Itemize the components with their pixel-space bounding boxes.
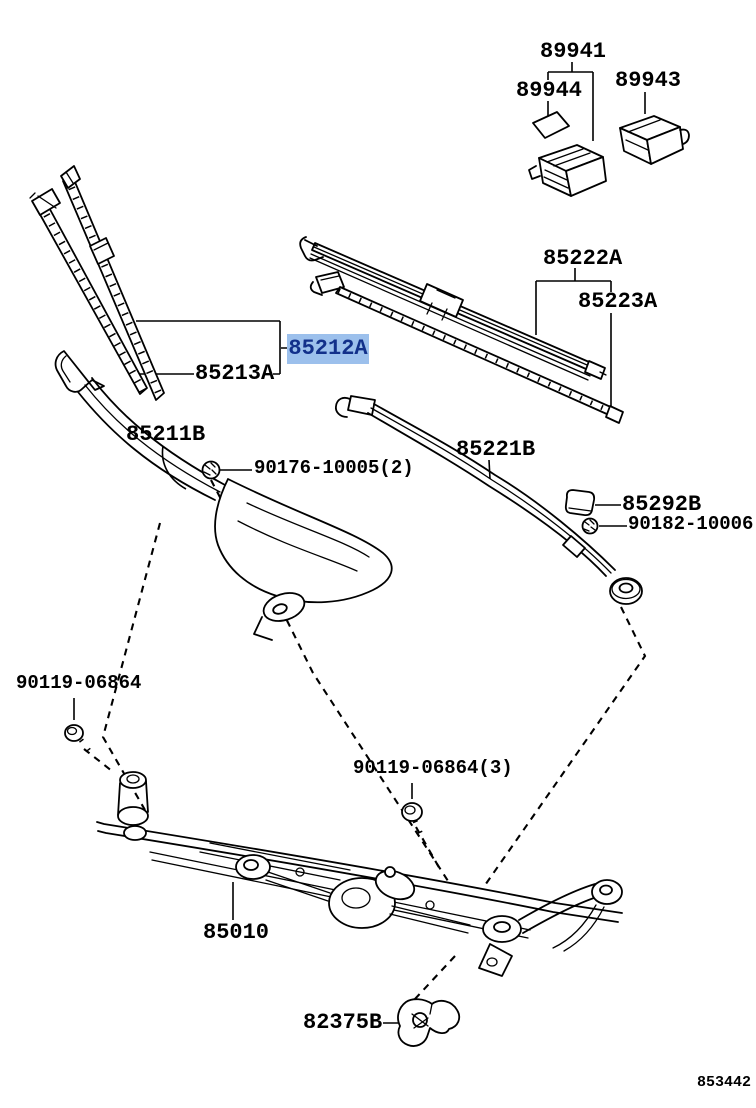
part-label-85211b[interactable]: 85211B [126, 422, 206, 447]
part-label-85292b[interactable]: 85292B [622, 492, 702, 517]
part-label-85222a[interactable]: 85222A [543, 246, 623, 271]
part-label-90119-06864-3[interactable]: 90119-06864(3) [353, 757, 513, 779]
part-label-89944[interactable]: 89944 [516, 78, 583, 103]
wiper-blade-drawing-85223a [309, 271, 624, 424]
pivot-cap-drawing-85292b [564, 489, 596, 517]
clamp-drawing-82375b [397, 998, 461, 1047]
wiper-arm-drawing-85211b [54, 350, 393, 641]
wiper-arm-drawing-85221b [334, 395, 643, 605]
nut-drawing-90182 [581, 517, 599, 535]
wiper-link-assembly-drawing-85010 [96, 771, 623, 977]
part-label-90176-10005[interactable]: 90176-10005(2) [254, 457, 414, 479]
wiper-blade-insert-drawing-85212a [60, 165, 165, 401]
part-label-90119-06864[interactable]: 90119-06864 [16, 672, 142, 694]
part-label-85221b[interactable]: 85221B [456, 437, 536, 462]
part-label-85223a[interactable]: 85223A [578, 289, 658, 314]
part-label-89941[interactable]: 89941 [540, 39, 607, 64]
bolt-drawing-90119-left [64, 724, 95, 758]
part-label-85212a-highlight[interactable]: 85212A [287, 334, 369, 364]
bolt-drawing-90119-center [401, 802, 426, 841]
part-label-89943[interactable]: 89943 [615, 68, 682, 93]
part-label-85213a[interactable]: 85213A [195, 361, 275, 386]
nut-drawing-90176 [201, 460, 221, 480]
part-label-85212a[interactable]: 85212A [288, 336, 368, 362]
wiper-blade-drawing-85222a [299, 236, 607, 381]
part-label-85010[interactable]: 85010 [203, 920, 270, 945]
wiper-blade-insert-drawing-85213a [29, 188, 148, 395]
sensor-unit-drawing-89943 [619, 115, 690, 165]
figure-code: 853442 [697, 1074, 752, 1091]
sensor-unit-drawing-89941 [528, 144, 607, 197]
part-label-82375b[interactable]: 82375B [303, 1010, 383, 1035]
sensor-pad-drawing-89944 [532, 111, 570, 139]
callout-lines [73, 62, 646, 1024]
part-label-90182-10006[interactable]: 90182-10006 [628, 513, 754, 535]
